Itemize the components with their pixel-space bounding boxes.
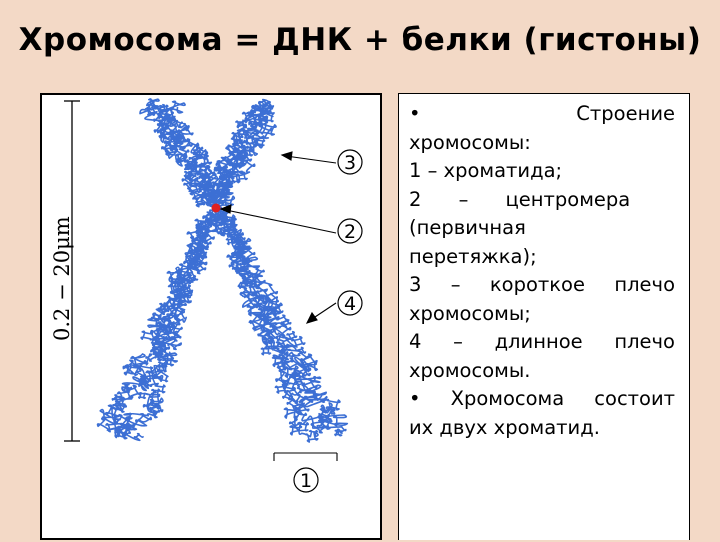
- text-line: хромосомы.: [409, 358, 531, 382]
- text-line: • Хромосома состоит: [409, 387, 675, 410]
- scale-bar: [64, 100, 80, 442]
- callout-4: 4: [337, 290, 363, 316]
- text-line: 4 – длинное плечо: [409, 330, 675, 353]
- chromatid-arm: [213, 212, 325, 443]
- chromatid-arm: [208, 205, 349, 437]
- scale-label: 0.2 − 20μm: [50, 216, 74, 341]
- slide-title: Хромосома = ДНК + белки (гистоны): [18, 22, 702, 58]
- text-line: • Строение: [409, 102, 675, 125]
- text-line: 3 – короткое плечо: [409, 273, 675, 296]
- callout-1-label: 1: [300, 470, 312, 492]
- text-line: 2 – центромера: [409, 187, 631, 211]
- callout-4-label: 4: [344, 293, 356, 315]
- text-line: 1 – хроматида;: [409, 159, 563, 182]
- chromosome-diagram: 0.2 − 20μm 3 2 4: [50, 98, 363, 493]
- text-line: (первичная: [409, 216, 526, 239]
- text-line: хромосомы:: [409, 130, 531, 154]
- text-line: хромосомы;: [409, 301, 531, 325]
- chromatids: [96, 98, 349, 443]
- callout-3: 3: [337, 149, 363, 175]
- callout-2: 2: [337, 218, 363, 244]
- text-line: их двух хроматид.: [409, 415, 600, 439]
- callout-3-label: 3: [344, 152, 356, 174]
- chromatid-arm: [205, 99, 274, 208]
- callout-1: 1: [293, 467, 319, 493]
- callout-2-label: 2: [344, 221, 356, 243]
- description-box: • Строение хромосомы: 1 – хроматида; 2 –…: [398, 93, 690, 540]
- chromatid-arm: [114, 209, 223, 442]
- text-line: перетяжка);: [409, 244, 537, 268]
- centromere-dot: [211, 203, 221, 213]
- callout-pointers: [219, 151, 338, 461]
- chromosome-figure: 0.2 − 20μm 3 2 4: [40, 93, 382, 540]
